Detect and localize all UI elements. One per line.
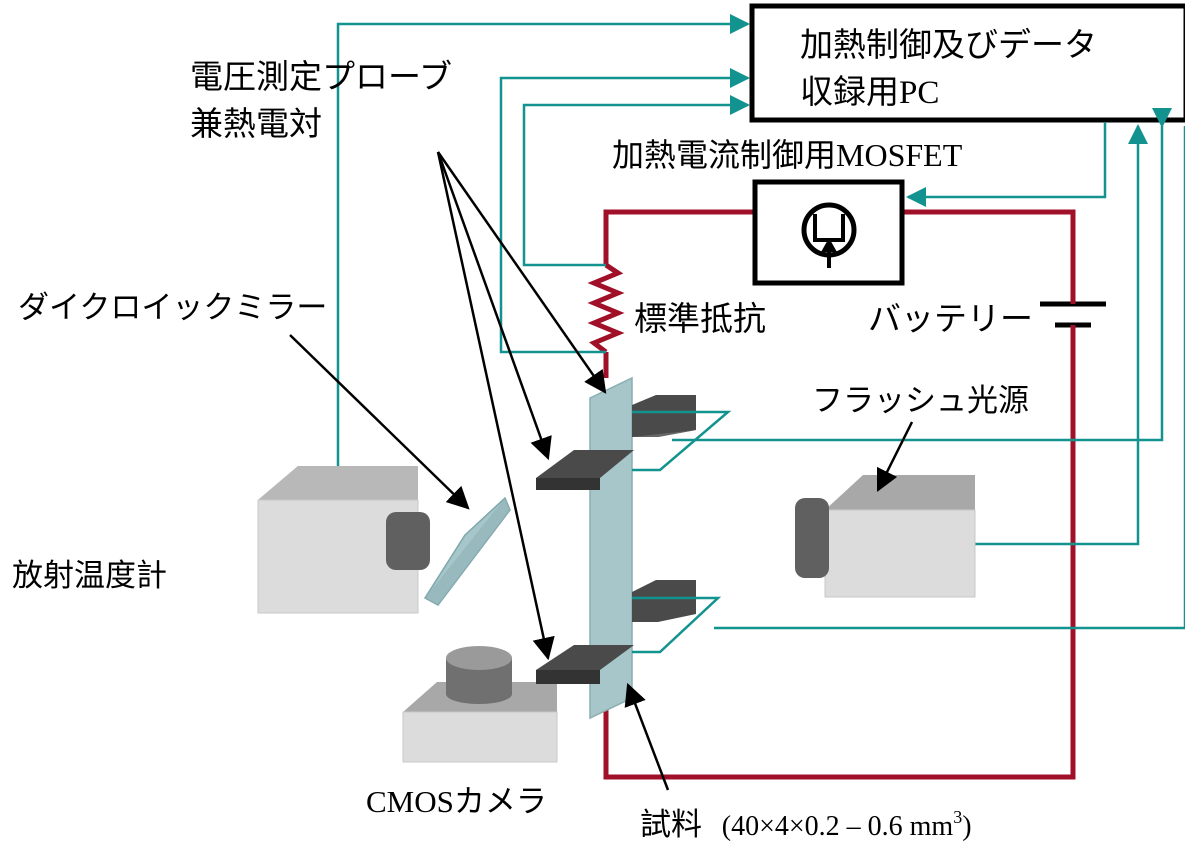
pc-label-line1: 加熱制御及びデータ xyxy=(800,25,1097,64)
heating-circuit xyxy=(603,209,1077,780)
mirror-label: ダイクロイックミラー xyxy=(18,290,327,326)
sample-label: 試料 (40×4×0.2 – 0.6 mm3) xyxy=(640,807,972,843)
pyrometer xyxy=(257,466,430,614)
lower-probe-clamps xyxy=(536,580,722,684)
battery-label: バッテリー xyxy=(868,299,1033,338)
mosfet-box xyxy=(752,179,905,286)
dichroic-mirror xyxy=(423,496,511,606)
pointer-arrows xyxy=(289,151,914,791)
flash-light-source xyxy=(795,475,976,598)
probe-label-line2: 兼熱電対 xyxy=(190,104,322,143)
pc-label-line2: 収録用PC xyxy=(800,72,939,111)
flash-label: フラッシュ光源 xyxy=(812,383,1029,419)
pc-box: 加熱制御及びデータ 収録用PC xyxy=(749,3,1185,123)
upper-probe-clamps xyxy=(536,395,732,490)
cmos-camera xyxy=(402,646,558,763)
signal-wires xyxy=(328,14,1185,630)
pyrometer-label: 放射温度計 xyxy=(12,558,167,594)
probe-label-line1: 電圧測定プローブ xyxy=(190,57,452,96)
resistor-label: 標準抵抗 xyxy=(634,299,766,338)
resistor-symbol xyxy=(587,262,625,354)
battery-symbol xyxy=(1040,295,1106,340)
mosfet-label: 加熱電流制御用MOSFET xyxy=(612,136,963,174)
camera-label: CMOSカメラ xyxy=(366,784,547,820)
